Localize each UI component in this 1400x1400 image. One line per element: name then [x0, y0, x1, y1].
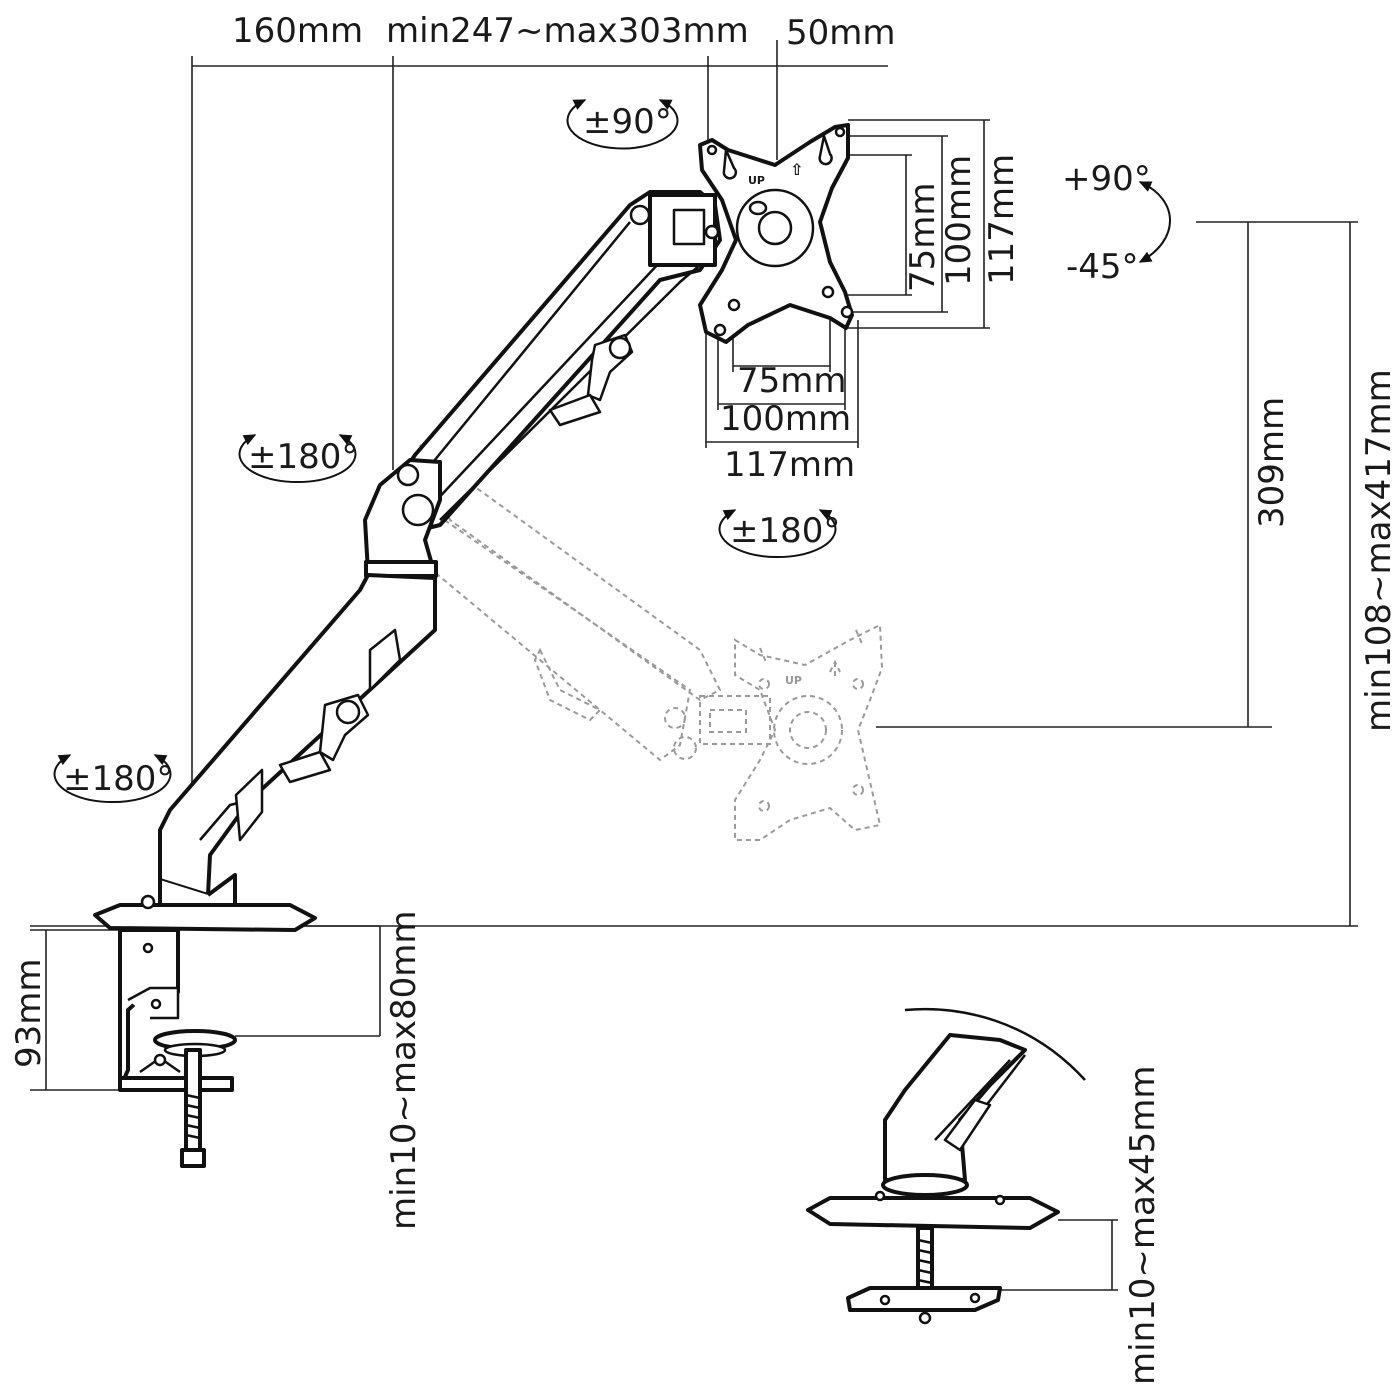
label-base-swivel: ±180° — [63, 759, 173, 799]
label-height-range: min108~max417mm — [1359, 369, 1399, 732]
label-height-travel: 309mm — [1252, 397, 1292, 528]
main-monitor-arm — [93, 190, 722, 932]
label-grommet-range: min10~max45mm — [1123, 1066, 1163, 1385]
label-head-offset: 50mm — [786, 13, 896, 53]
ghost-up-label: UP — [785, 674, 802, 687]
label-screen-rotation: ±180° — [730, 511, 840, 551]
desk-clamp — [118, 928, 237, 1168]
label-tilt-down: -45° — [1066, 247, 1139, 287]
label-base-offset: 160mm — [232, 11, 363, 51]
labels: 160mm min247~max303mm 50mm ±90° ±180° ±1… — [9, 11, 1399, 1385]
label-vesa-117-h: 117mm — [982, 154, 1022, 285]
grommet-mount-inset — [806, 1007, 1086, 1325]
label-vesa-117-w: 117mm — [724, 445, 855, 485]
label-vesa-75-h: 75mm — [903, 182, 943, 292]
label-tilt-up: +90° — [1062, 159, 1151, 199]
rotation-symbols — [53, 99, 1171, 804]
ghost-lowered-arm: UP — [419, 444, 884, 841]
vesa-plate: UP ⇧ — [698, 123, 854, 344]
up-label: UP — [748, 174, 765, 187]
label-vesa-100-w: 100mm — [720, 399, 851, 439]
label-vesa-100-h: 100mm — [939, 155, 979, 286]
label-clamp-range: min10~max80mm — [384, 911, 424, 1230]
label-clamp-depth: 93mm — [9, 958, 49, 1068]
label-head-swivel: ±90° — [583, 102, 672, 142]
label-vesa-75-w: 75mm — [737, 361, 847, 401]
label-arm-joint: ±180° — [248, 437, 358, 477]
label-arm-reach: min247~max303mm — [386, 11, 749, 51]
up-arrow-icon: ⇧ — [790, 160, 803, 179]
